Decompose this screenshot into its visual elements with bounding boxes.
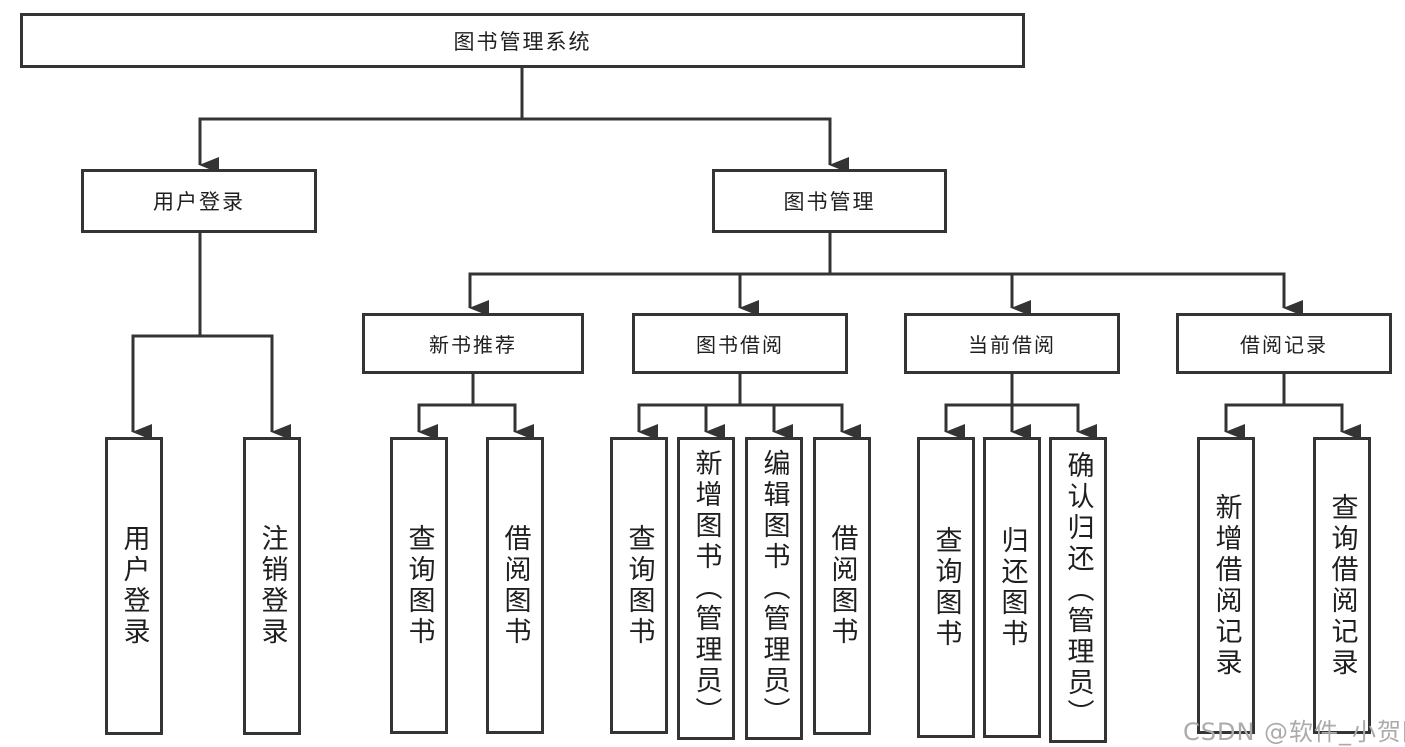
node-label: 查询图书 <box>403 523 435 648</box>
leaf-query-books-recommend: 查询图书 <box>390 437 448 734</box>
node-label: 图书管理 <box>783 190 876 214</box>
leaf-borrow-books-recommend: 借阅图书 <box>486 437 544 734</box>
node-label: 新增图书（管理员） <box>690 449 722 728</box>
node-label: 用户登录 <box>118 524 150 648</box>
node-label: 查询借阅记录 <box>1326 492 1358 679</box>
node-label: 编辑图书（管理员） <box>758 449 790 728</box>
node-label: 新增借阅记录 <box>1210 492 1242 679</box>
node-new-book-recommend: 新书推荐 <box>362 313 584 374</box>
node-label: 图书借阅 <box>696 333 784 357</box>
node-label: 新书推荐 <box>429 333 517 357</box>
node-label: 借阅图书 <box>826 524 858 648</box>
node-label: 查询图书 <box>623 523 655 648</box>
node-label: 当前借阅 <box>968 333 1056 357</box>
leaf-query-books-current: 查询图书 <box>917 437 975 738</box>
node-label: 归还图书 <box>996 525 1028 650</box>
node-label: 用户登录 <box>153 190 245 214</box>
node-book-borrowing: 图书借阅 <box>632 313 848 374</box>
leaf-user-login: 用户登录 <box>105 437 163 735</box>
leaf-borrow-books: 借阅图书 <box>813 437 871 735</box>
leaf-query-borrow-record: 查询借阅记录 <box>1313 437 1371 734</box>
node-label: 查询图书 <box>930 525 962 650</box>
leaf-add-books-admin: 新增图书（管理员） <box>677 437 735 740</box>
node-book-management: 图书管理 <box>712 169 947 233</box>
node-borrow-records: 借阅记录 <box>1176 313 1392 374</box>
leaf-edit-books-admin: 编辑图书（管理员） <box>745 437 803 740</box>
csdn-watermark: CSDN @软件_小贺同学 <box>1183 718 1405 746</box>
node-library-management-system: 图书管理系统 <box>20 13 1025 68</box>
leaf-return-books: 归还图书 <box>983 437 1041 738</box>
node-label: 借阅记录 <box>1240 333 1328 357</box>
leaf-query-books-borrowing: 查询图书 <box>610 437 668 734</box>
node-label: 确认归还（管理员） <box>1062 450 1094 730</box>
node-user-login: 用户登录 <box>81 169 317 233</box>
leaf-add-borrow-record: 新增借阅记录 <box>1197 437 1255 734</box>
leaf-logout: 注销登录 <box>243 437 301 735</box>
node-label: 注销登录 <box>256 524 288 648</box>
node-current-borrowing: 当前借阅 <box>904 313 1120 374</box>
leaf-confirm-return-admin: 确认归还（管理员） <box>1049 437 1107 743</box>
node-label: 借阅图书 <box>499 523 531 648</box>
node-label: 图书管理系统 <box>453 29 592 54</box>
